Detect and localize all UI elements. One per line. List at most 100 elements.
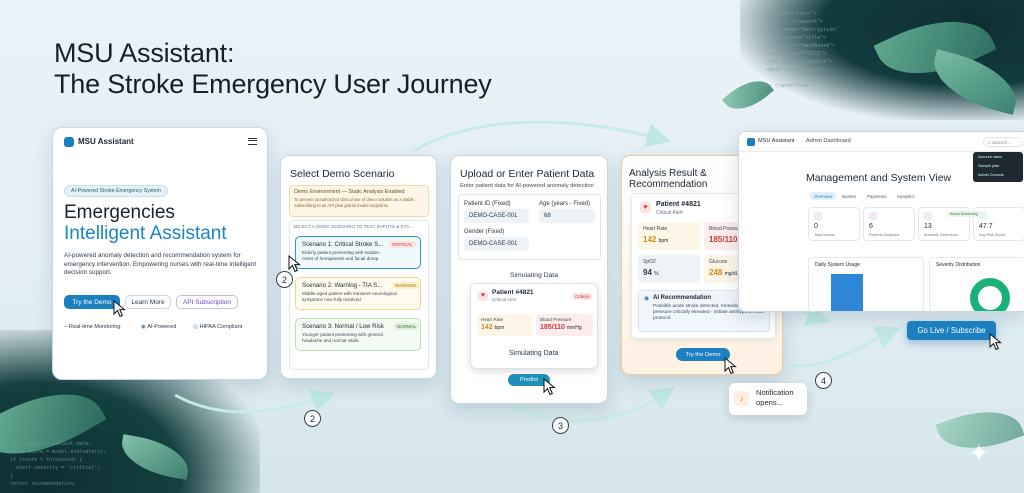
hr-label: Heart Rate (481, 317, 504, 322)
try-demo-button[interactable]: Try the Demo (64, 295, 120, 309)
upload-form (458, 194, 601, 260)
cursor-icon (989, 333, 1002, 351)
search-placeholder: Search... (992, 140, 1012, 146)
upload-panel: Upload or Enter Patient Data Enter patie… (450, 155, 608, 404)
usage-bar (831, 274, 863, 311)
hr-value: 142 (481, 324, 493, 331)
scenario-card-3[interactable]: Scenario 3: Normal / Low Risk NORMAL You… (295, 318, 421, 351)
ai-rec-body: Possible acute stroke detected. Immediat… (653, 304, 764, 321)
stat-value: 6 (869, 223, 873, 230)
vital-box: SpO2 94 % (638, 255, 700, 283)
hero-description: AI-powered anomaly detection and recomme… (64, 252, 257, 276)
feature-item: ◎ HIPAA Compliant (193, 324, 242, 330)
vital-value: 185/110 (709, 235, 738, 244)
stat-value: 47.7 (979, 223, 993, 230)
feature-label: HIPAA Compliant (199, 324, 243, 330)
learn-more-button[interactable]: Learn More (125, 295, 171, 309)
scenario-card-desc: Middle-aged patient with transient neuro… (302, 291, 397, 302)
simulating-label: Simulating Data (510, 272, 558, 279)
hero-badge: AI-Powered Stroke Emergency System (64, 185, 168, 197)
api-subscription-button[interactable]: API Subscription (176, 295, 238, 309)
cursor-icon (113, 300, 126, 318)
scenario-card-title: Scenario 2: Warning - TIA S... (302, 282, 383, 289)
landing-panel: MSU Assistant AI-Powered Stroke Emergenc… (52, 127, 268, 380)
admin-tab[interactable]: Analytics (897, 193, 915, 199)
active-monitoring-badge: Active Monitoring (947, 211, 981, 217)
stat-card: 6 Patients Analyzed (863, 207, 915, 241)
scenario-list-box (289, 220, 429, 370)
admin-brand: MSU Assistant (758, 138, 795, 144)
notice-title: Demo Environment — Static Analysis Enabl… (294, 189, 405, 195)
code-overlay-bottom: anx.predict = patient.data; const score … (10, 441, 107, 487)
vital-unit: mg/dL (724, 271, 739, 277)
step-number: 2 (304, 410, 321, 427)
admin-tab[interactable]: Payments (867, 193, 887, 199)
ai-rec-icon: ◉ (644, 296, 650, 302)
upload-title: Upload or Enter Patient Data (460, 168, 595, 180)
notification-popup[interactable]: ♪ Notification opens... (729, 383, 807, 415)
scenario-card-desc: Elderly patient presenting with sudden o… (302, 250, 380, 261)
menu-item[interactable]: Sample plan (978, 164, 1000, 168)
hamburger-menu-icon[interactable] (248, 138, 257, 145)
admin-tab[interactable]: Nurses (842, 193, 856, 199)
bp-label: Blood Pressure (540, 317, 572, 322)
page-title: MSU Assistant: The Stroke Emergency User… (54, 38, 492, 100)
scenario-card-title: Scenario 3: Normal / Low Risk (302, 323, 384, 330)
scenario-card-2[interactable]: Scenario 2: Warning - TIA S... WARNING M… (295, 277, 421, 310)
bp-value: 185/110 (540, 324, 565, 331)
gender-label: Gender (Fixed) (464, 229, 505, 235)
notice-body: To prevent unauthorized clinical use of … (294, 197, 416, 208)
go-live-subscribe-button[interactable]: Go Live / Subscribe (907, 321, 996, 340)
stat-icon (924, 212, 932, 220)
normal-tag: NORMAL (394, 323, 420, 330)
step-number: 3 (552, 417, 569, 434)
analysis-card: ♥ Patient #4821 Critical Alert Critical … (631, 193, 776, 339)
app-logo-icon (747, 138, 755, 146)
critical-tag: Critical (572, 293, 592, 300)
admin-tab[interactable]: Overview (810, 192, 837, 200)
admin-title: Management and System View (806, 172, 952, 184)
upload-subtitle: Enter patient data for AI-powered anomal… (460, 183, 594, 189)
admin-header (739, 132, 1024, 152)
patient-name: Patient #4821 (656, 201, 701, 208)
scenario-card-1[interactable]: Scenario 1: Critical Stroke S... CRITICA… (295, 236, 421, 269)
simulating-label-2: Simulating Data (509, 350, 559, 357)
demo-notice: Demo Environment — Static Analysis Enabl… (289, 185, 429, 217)
admin-nav-title[interactable]: Admin Dashboard (806, 138, 851, 144)
vital-value: 142 (643, 235, 657, 244)
hero-headline-1: Emergencies (64, 202, 175, 223)
heart-rate-box: Heart Rate 142 bpm (477, 314, 532, 336)
blood-pressure-box: Blood Pressure 185/110 mmHg (536, 314, 593, 336)
analysis-title: Analysis Result & Recommendation (629, 168, 708, 190)
severity-chart-title: Severity Distribution (936, 262, 981, 268)
vital-label: Glucose (709, 259, 728, 265)
stat-value: 0 (814, 223, 818, 230)
gender-field[interactable]: DEMO-CASE-001 (464, 237, 529, 251)
scenario-card-title: Scenario 1: Critical Stroke S... (302, 241, 384, 248)
title-line-1: MSU Assistant: (54, 38, 235, 68)
stat-label: Anomaly Detections (924, 233, 958, 237)
predict-button[interactable]: Predict (508, 374, 550, 386)
search-input[interactable]: ⌕ Search... (983, 137, 1023, 147)
donut-chart (970, 278, 1010, 311)
patient-name: Patient #4821 (492, 289, 534, 296)
account-menu: Account name Sample plan Admin Console (973, 152, 1023, 182)
menu-item[interactable]: Account name (978, 155, 1003, 159)
patient-id-label: Patient ID (Fixed) (464, 201, 511, 207)
patient-id-field[interactable]: DEMO-CASE-001 (464, 209, 529, 223)
menu-item[interactable]: Admin Console (978, 173, 1004, 177)
notification-text: Notification opens... (756, 388, 794, 407)
patient-card: ♥ Patient #4821 Critical Alert Critical … (470, 283, 598, 369)
stat-card: 47.7 Avg Risk Score (973, 207, 1024, 241)
heart-icon: ♥ (478, 291, 488, 301)
usage-chart-card: Daily System Usage (808, 257, 924, 311)
vital-unit: bpm (658, 238, 669, 244)
stat-label: Patients Analyzed (869, 233, 900, 237)
heart-icon: ♥ (640, 202, 651, 213)
stat-icon (869, 212, 877, 220)
patient-alert: Critical Alert (656, 210, 683, 216)
age-field[interactable]: 68 (539, 209, 595, 223)
stat-label: Total Nurses (814, 233, 836, 237)
try-demo-button[interactable]: Try the Demo (676, 348, 730, 361)
bp-unit: mmHg (566, 325, 582, 331)
